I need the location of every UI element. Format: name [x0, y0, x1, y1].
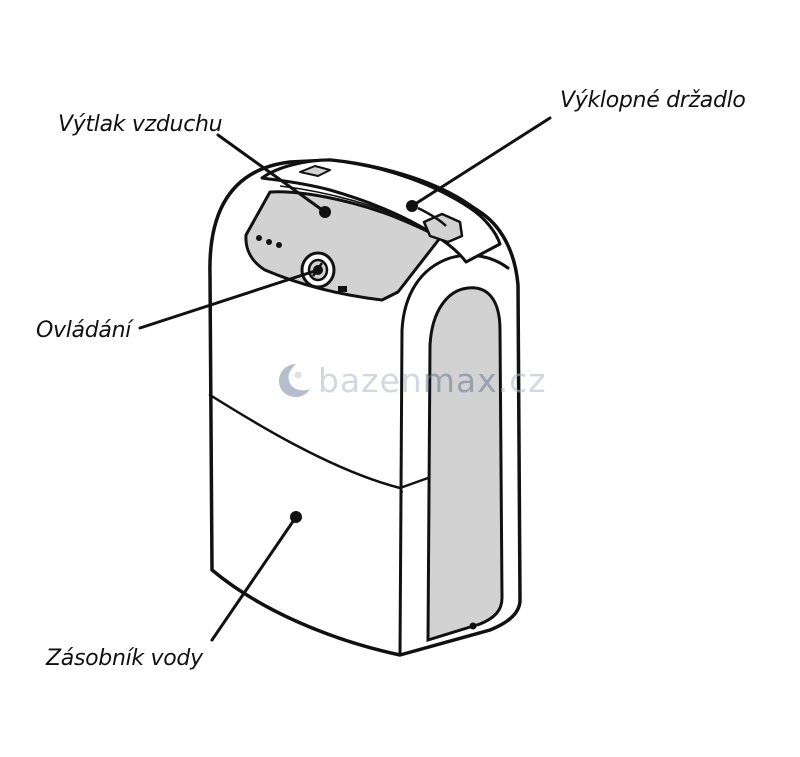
- air-outlet-grille: [244, 190, 442, 302]
- leader-air-outlet: [216, 133, 327, 214]
- dot-handle: [406, 200, 418, 212]
- label-water-tank: Zásobník vody: [46, 646, 203, 671]
- handle-bar: [417, 206, 447, 227]
- leader-dots: [290, 200, 418, 523]
- watermark: bazenmax.cz: [276, 355, 547, 405]
- watermark-text: bazenmax.cz: [318, 361, 547, 400]
- leader-controls: [138, 268, 320, 330]
- indicator-light-1: [256, 235, 262, 241]
- leader-handle: [410, 116, 552, 208]
- watermark-highlight: max: [422, 360, 498, 400]
- watermark-prefix: bazen: [318, 360, 423, 400]
- handle-left: [299, 165, 331, 177]
- top-surface: [244, 158, 502, 302]
- label-air-outlet: Výtlak vzduchu: [58, 112, 223, 137]
- grille-line: [279, 185, 421, 227]
- dot-tank: [290, 511, 302, 523]
- watermark-logo-icon: [279, 364, 310, 397]
- side-gray-panel: [426, 286, 504, 643]
- label-controls: Ovládání: [36, 318, 132, 343]
- watermark-suffix: .cz: [497, 360, 547, 400]
- dot-controls: [313, 265, 323, 275]
- side-face-edge: [398, 253, 510, 657]
- dot-air-outlet: [319, 206, 331, 218]
- tank-seam: [208, 393, 430, 490]
- leader-lines: [138, 116, 552, 642]
- indicator-light-3: [276, 242, 282, 248]
- power-switch: [338, 286, 347, 292]
- leader-tank: [210, 515, 298, 642]
- drain-dot: [469, 622, 477, 630]
- tank-seam-inner: [399, 487, 403, 493]
- label-folding-handle: Výklopné držadlo: [560, 88, 746, 113]
- handle-right: [422, 212, 464, 244]
- indicator-light-2: [266, 239, 272, 245]
